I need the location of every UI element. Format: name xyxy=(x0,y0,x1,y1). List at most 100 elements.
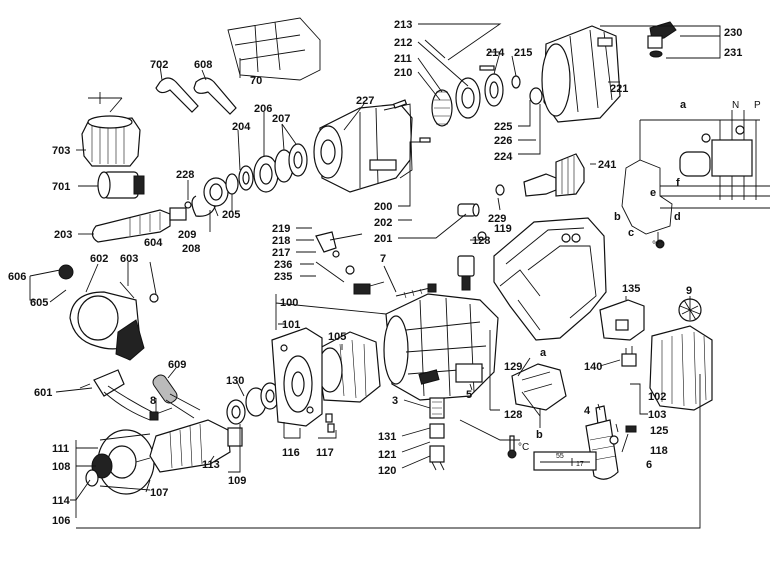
switch-135 xyxy=(599,299,645,341)
callout-119: 119 xyxy=(494,223,512,235)
callout-106: 106 xyxy=(52,515,70,527)
callout-205: 205 xyxy=(222,209,240,221)
callout-231: 231 xyxy=(724,47,742,59)
letter-b-top: b xyxy=(614,211,621,223)
callout-224: 224 xyxy=(494,151,513,163)
wrench-702 xyxy=(155,77,199,113)
thermometer-icon xyxy=(507,435,517,459)
capacitor-140 xyxy=(621,346,637,367)
callout-111: 111 xyxy=(52,443,69,455)
callout-241: 241 xyxy=(598,159,616,171)
callout-108: 108 xyxy=(52,461,70,473)
callout-114: 114 xyxy=(52,495,71,507)
callout-229: 229 xyxy=(488,213,506,225)
callout-4: 4 xyxy=(584,405,591,417)
letter-a-top: a xyxy=(680,99,687,111)
callout-703: 703 xyxy=(52,145,70,157)
scale-value-55: 55 xyxy=(556,453,564,460)
switch-129 xyxy=(511,363,567,411)
callout-601: 601 xyxy=(34,387,52,399)
bearing-225 xyxy=(529,87,543,105)
collar-602 xyxy=(58,264,159,361)
callout-702: 702 xyxy=(150,59,168,71)
callout-203: 203 xyxy=(54,229,72,241)
callout-103: 103 xyxy=(648,409,666,421)
temp-unit-bottom: °C xyxy=(518,442,529,453)
callout-3: 3 xyxy=(392,395,398,407)
callout-208: 208 xyxy=(182,243,200,255)
callout-609: 609 xyxy=(168,359,186,371)
field-coil-105 xyxy=(315,331,381,403)
callout-117: 117 xyxy=(316,447,334,459)
shaft-241 xyxy=(523,153,585,197)
callout-211: 211 xyxy=(394,53,412,65)
cable-601 xyxy=(79,369,157,421)
callout-228: 228 xyxy=(176,169,194,181)
letter-c: c xyxy=(628,227,634,239)
key-212 xyxy=(479,65,495,71)
housing-221 xyxy=(541,25,621,123)
wiring-letters: a N P b c e f d a b °C °C 55 17 xyxy=(518,99,761,468)
bearing-shield-107 xyxy=(85,429,155,495)
sleeve-609 xyxy=(152,374,201,419)
washer-205 xyxy=(225,173,239,195)
callout-210: 210 xyxy=(394,67,412,79)
armature-113 xyxy=(135,419,243,473)
callout-204: 204 xyxy=(232,121,251,133)
callout-125: 125 xyxy=(650,425,668,437)
label-5 xyxy=(455,363,483,383)
callout-129: 129 xyxy=(504,361,522,373)
callout-109: 109 xyxy=(228,475,246,487)
handle-housing xyxy=(493,217,607,341)
scale-inset xyxy=(533,451,597,471)
callout-6: 6 xyxy=(646,459,652,471)
flange-116 xyxy=(271,327,323,427)
callout-labels: 702 608 70 703 701 203 228 209 208 204 2… xyxy=(8,19,742,527)
brush-holder-121 xyxy=(429,423,445,439)
callout-230: 230 xyxy=(724,27,742,39)
callout-70: 70 xyxy=(250,75,262,87)
callout-131: 131 xyxy=(378,431,396,443)
callout-130: 130 xyxy=(226,375,244,387)
callout-217: 217 xyxy=(272,247,290,259)
screw-7 xyxy=(395,283,437,299)
bearing-206 xyxy=(253,155,279,193)
ball-228 xyxy=(184,201,192,209)
callout-219: 219 xyxy=(272,223,290,235)
clips-117 xyxy=(325,413,335,433)
bearing-207 xyxy=(274,143,308,183)
callout-218: 218 xyxy=(272,235,290,247)
chuck-703 xyxy=(81,92,141,167)
callout-140: 140 xyxy=(584,361,602,373)
callout-120: 120 xyxy=(378,465,396,477)
callout-214: 214 xyxy=(486,47,505,59)
gear-housing-227 xyxy=(313,103,413,193)
button-230 xyxy=(647,21,677,58)
callout-207: 207 xyxy=(272,113,290,125)
washer-215 xyxy=(511,75,521,89)
callout-202: 202 xyxy=(374,217,392,229)
scale-value-17: 17 xyxy=(576,461,584,468)
bracket-70 xyxy=(227,17,321,81)
wiring-diagram xyxy=(621,110,770,249)
callout-602: 602 xyxy=(90,253,108,265)
callout-227: 227 xyxy=(356,95,374,107)
callout-604: 604 xyxy=(144,237,163,249)
letter-a-bottom: a xyxy=(540,347,547,359)
callout-116: 116 xyxy=(282,447,300,459)
callout-235: 235 xyxy=(274,271,292,283)
pin-200 xyxy=(392,99,408,109)
spider-9 xyxy=(678,298,702,322)
callout-9: 9 xyxy=(686,285,692,297)
brush-holder-131 xyxy=(429,397,445,419)
callout-8: 8 xyxy=(150,395,156,407)
callout-128-bottom: 128 xyxy=(504,409,522,421)
gear-214 xyxy=(484,73,504,107)
motor-case xyxy=(383,293,499,401)
callout-213: 213 xyxy=(394,19,412,31)
callout-209: 209 xyxy=(178,229,196,241)
letter-f: f xyxy=(676,177,680,189)
gear-211 xyxy=(455,77,481,119)
rear-handle xyxy=(649,325,713,411)
brush-holder-120 xyxy=(429,445,445,471)
